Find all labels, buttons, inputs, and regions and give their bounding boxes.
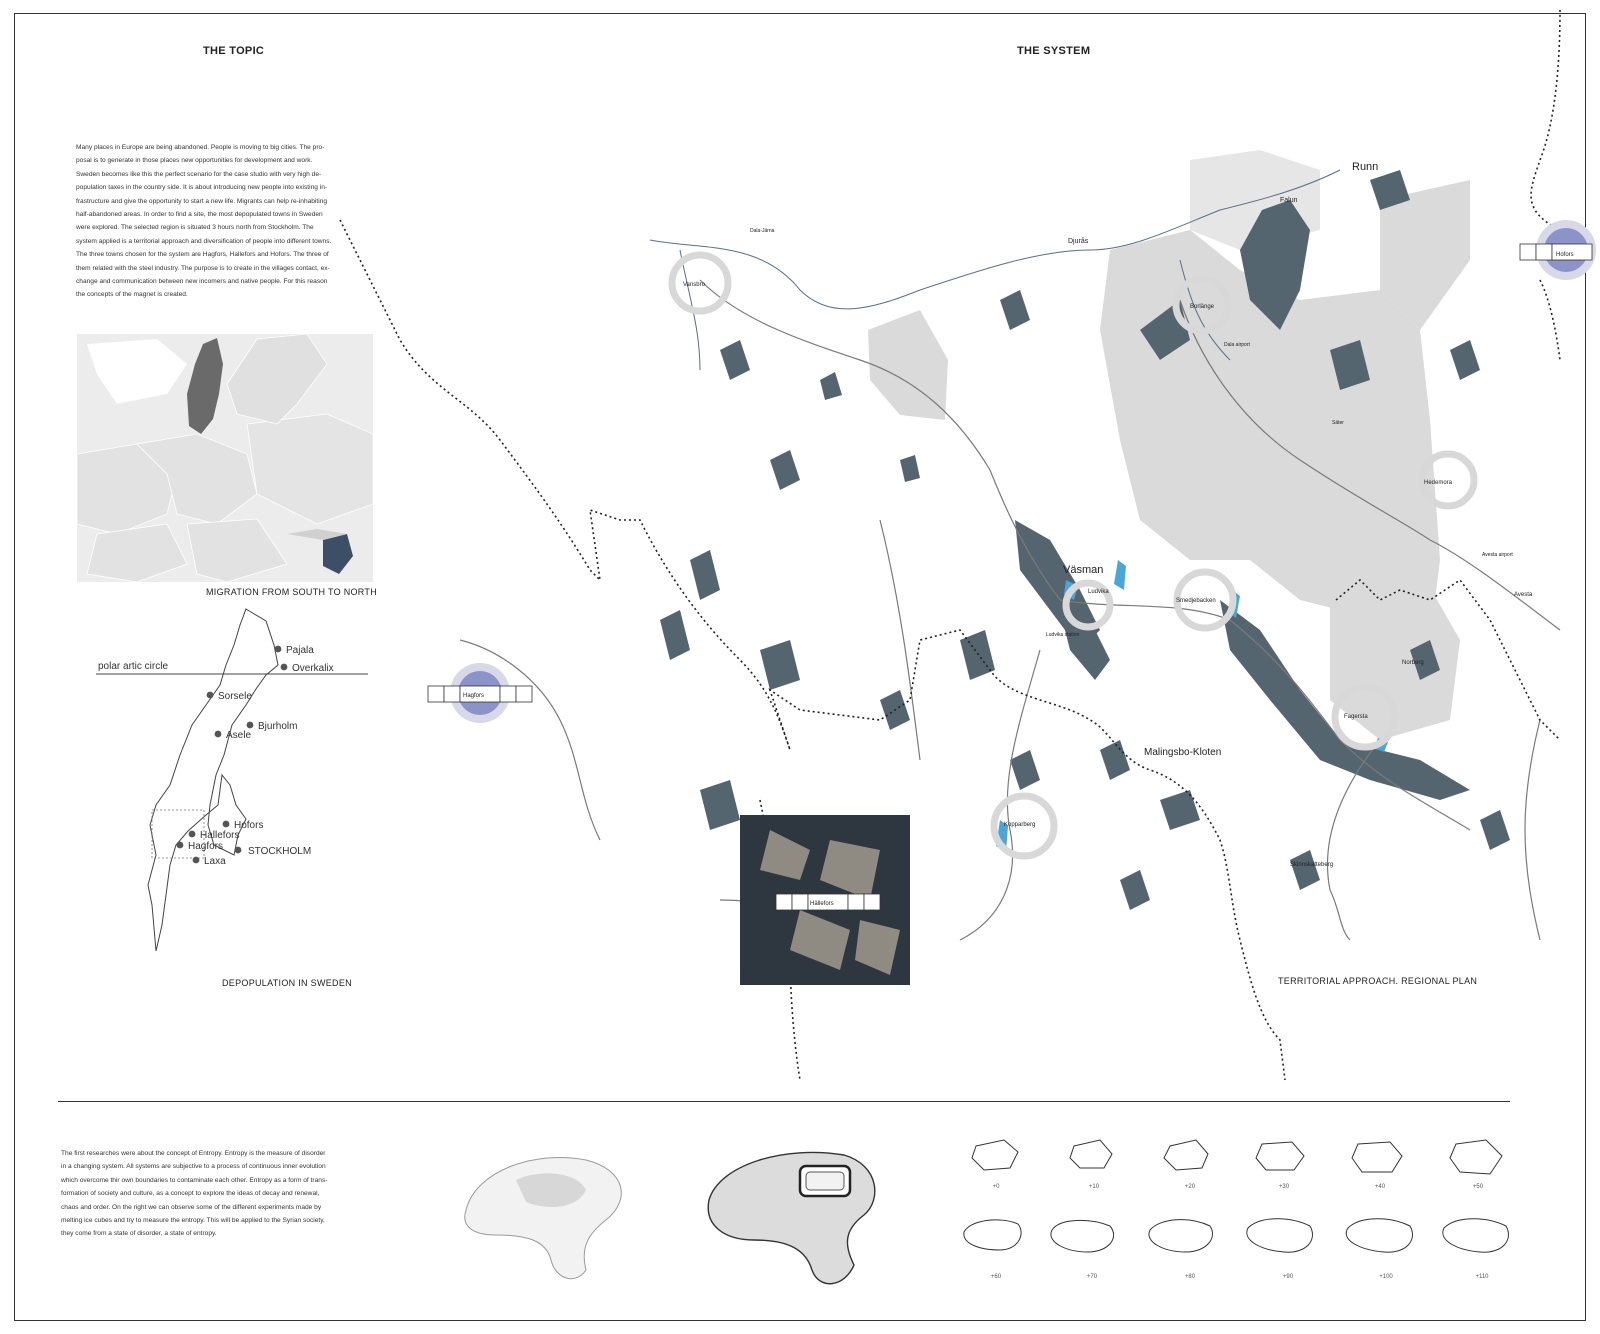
town-label: Overkalix <box>292 663 334 674</box>
town-label: Bjurholm <box>258 721 297 732</box>
map-label: Avesta airport <box>1482 552 1513 558</box>
stage-label: +100 <box>1379 1274 1393 1280</box>
map-label: Vansbro <box>683 282 706 288</box>
entropy-line: which overcome thir own boundaries to co… <box>61 1176 328 1184</box>
poster-frame <box>14 13 1586 1321</box>
ice-sketch-dark <box>707 1151 876 1285</box>
town-label: Hofors <box>234 820 263 831</box>
stage-label: +20 <box>1184 1184 1196 1190</box>
stage-label: +90 <box>1282 1274 1294 1280</box>
entropy-line: formation of society and culture, as a c… <box>61 1190 320 1198</box>
town-label: Hagfors <box>188 841 223 852</box>
system-heading: THE SYSTEM <box>1017 45 1091 57</box>
topic-line: population taxes in the country side. It… <box>76 184 328 192</box>
map-label: Smedjebacken <box>1176 598 1216 604</box>
stage-label: +50 <box>1472 1184 1484 1190</box>
topic-line: Many places in Europe are being abandone… <box>76 144 325 151</box>
map-label: Falun <box>1280 197 1298 204</box>
entropy-line: melting ice cubes and try to measure the… <box>61 1217 325 1225</box>
system-caption: TERRITORIAL APPROACH. REGIONAL PLAN <box>1278 976 1478 986</box>
town-label: Pajala <box>286 645 314 656</box>
map-label: Djurås <box>1068 237 1089 245</box>
lakes <box>660 170 1510 910</box>
roads <box>459 279 1561 941</box>
entropy-line: in a changing system. All systems are su… <box>61 1163 326 1171</box>
map-label: Ludvika station <box>1046 632 1080 638</box>
topic-line: posal is to generate in those places new… <box>76 157 313 165</box>
syria-highlight <box>323 534 353 574</box>
town-label: Asele <box>226 730 251 741</box>
topic-line: the concepts of the magnet is created. <box>76 291 188 299</box>
stage-label: +110 <box>1475 1274 1489 1280</box>
town-circles <box>668 251 1478 860</box>
sweden-highlight <box>187 338 223 434</box>
forest-areas <box>868 150 1470 740</box>
map-label: Hedemora <box>1424 480 1453 486</box>
stage-label: +80 <box>1184 1274 1196 1280</box>
topic-paragraph: Many places in Europe are being abandone… <box>76 141 372 302</box>
section-divider <box>58 1101 1510 1102</box>
map-label: Norberg <box>1402 660 1424 666</box>
map-label: Avesta <box>1514 592 1533 598</box>
stage-label: +0 <box>992 1184 1000 1190</box>
magnet-label-hofors: Hofors <box>1556 252 1574 258</box>
map-label: Dala airport <box>1224 342 1250 348</box>
sweden-map: polar artic circle Pajala Overkalix Sors… <box>96 608 368 952</box>
depopulation-caption: DEPOPULATION IN SWEDEN <box>222 978 352 988</box>
map-label: Ludvika <box>1088 589 1109 595</box>
stage-label: +10 <box>1088 1184 1100 1190</box>
stage-label: +60 <box>990 1274 1002 1280</box>
ice-stages <box>963 1139 1509 1253</box>
map-label: Kopparberg <box>1004 822 1035 828</box>
map-label: Fagersta <box>1344 714 1368 720</box>
stage-label: +70 <box>1086 1274 1098 1280</box>
topic-line: change and communication between new inc… <box>76 278 328 286</box>
map-label: Borlänge <box>1190 304 1215 310</box>
polar-circle-label: polar artic circle <box>98 661 168 672</box>
ice-sketch-light <box>464 1156 622 1280</box>
entropy-line: chaos and order. On the right we can obs… <box>61 1203 322 1211</box>
topic-line: Sweden becomes like this the perfect sce… <box>76 170 322 178</box>
map-label: Skinnskatteberg <box>1290 862 1333 868</box>
topic-line: were explored. The selected region is si… <box>76 224 314 232</box>
entropy-paragraph: The first researches were about the conc… <box>61 1147 377 1241</box>
aerial-texture <box>760 830 900 975</box>
magnet-label-hagfors: Hagfors <box>463 693 484 699</box>
migration-caption: MIGRATION FROM SOUTH TO NORTH <box>206 587 378 597</box>
map-label: Väsman <box>1063 564 1103 576</box>
topic-line: The three towns chosen for the system ar… <box>76 251 329 259</box>
town-label: STOCKHOLM <box>248 846 311 857</box>
map-label: Säter <box>1332 420 1344 426</box>
topic-line: them related with the steel industry. Th… <box>76 264 330 272</box>
entropy-line: The first researches were about the conc… <box>61 1150 326 1157</box>
map-label: Runn <box>1352 161 1378 173</box>
map-label: Dala-Järna <box>750 228 775 234</box>
entropy-line: they come from a state of disorder, a st… <box>61 1230 217 1238</box>
topic-line: half-abandoned areas. In order to find a… <box>76 211 323 219</box>
magnet-label-hallefors: Hällefors <box>810 901 834 907</box>
town-label: Laxa <box>204 856 226 867</box>
town-label: Sorsele <box>218 691 252 702</box>
map-label: Malingsbo-Kloten <box>1144 747 1221 758</box>
stage-label: +40 <box>1374 1184 1386 1190</box>
town-label: Hallefors <box>200 830 239 841</box>
topic-line: system applied is a territorial approach… <box>76 237 332 245</box>
europe-map <box>77 334 373 582</box>
stage-label: +30 <box>1278 1184 1290 1190</box>
topic-heading: THE TOPIC <box>203 45 265 57</box>
topic-line: frastructure and give the opportunity to… <box>76 197 328 205</box>
